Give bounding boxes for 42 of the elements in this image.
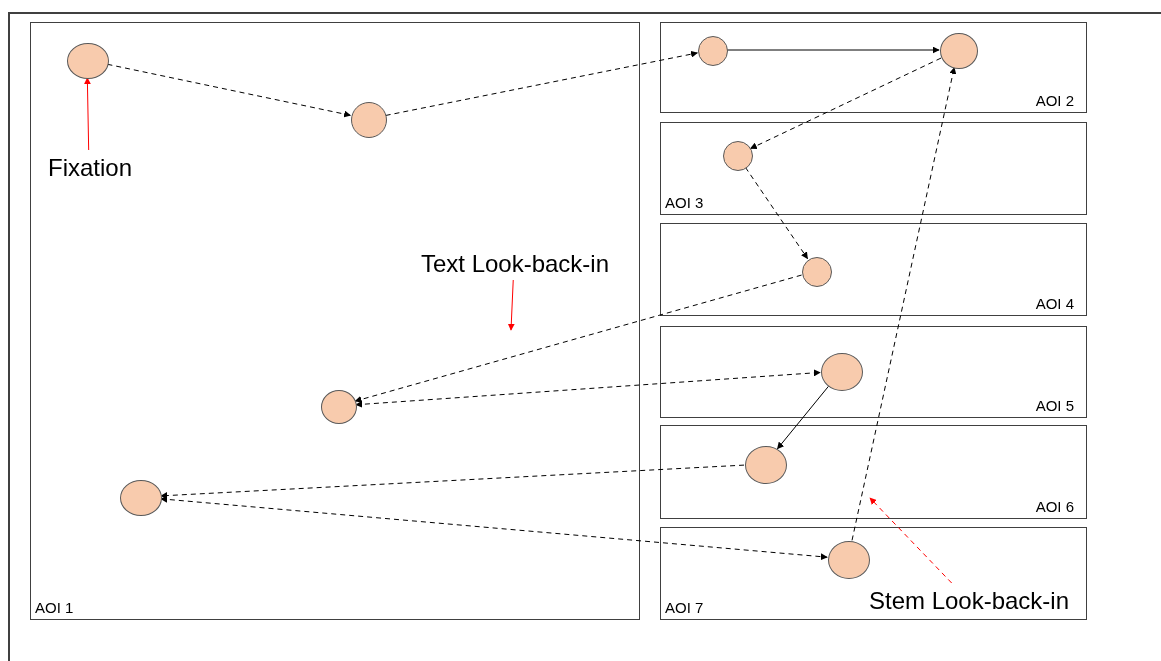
- callout-text: Stem Look-back-in: [851, 584, 1087, 618]
- fixation-circle: [745, 446, 787, 484]
- arrow: [749, 57, 942, 150]
- area-box: [660, 425, 1087, 519]
- fixation-circle: [120, 480, 162, 516]
- area-label: AOI 7: [665, 600, 704, 615]
- arrow: [777, 385, 829, 450]
- fixation-circle: [67, 43, 109, 79]
- area-box: [660, 223, 1087, 316]
- leader-arrow: [869, 497, 953, 584]
- callout-text: Text Look-back-in: [399, 247, 631, 281]
- arrow: [385, 50, 698, 116]
- fixation-circle: [351, 102, 387, 138]
- area-label: AOI 2: [1035, 93, 1074, 108]
- arrow: [160, 464, 745, 500]
- fixation-circle: [828, 541, 870, 579]
- arrow: [851, 66, 957, 541]
- leader-arrow: [507, 279, 515, 331]
- arrow: [726, 46, 940, 54]
- fixation-circle: [821, 353, 863, 391]
- fixation-circle: [723, 141, 753, 171]
- area-box: [660, 527, 1087, 620]
- fixation-circle: [802, 257, 832, 287]
- area-label: AOI 5: [1035, 398, 1074, 413]
- arrow: [106, 63, 352, 118]
- area-label: AOI 4: [1035, 296, 1074, 311]
- fixation-circle: [698, 36, 728, 66]
- area-box: [660, 122, 1087, 215]
- area-label: AOI 1: [35, 600, 74, 615]
- arrow: [355, 369, 821, 408]
- arrow: [744, 166, 809, 260]
- callout-text: Fixation: [35, 151, 145, 185]
- area-box: [660, 326, 1087, 418]
- area-box: [30, 22, 640, 620]
- area-label: AOI 3: [665, 195, 704, 210]
- fixation-circle: [940, 33, 978, 69]
- area-label: AOI 6: [1035, 499, 1074, 514]
- arrow: [160, 495, 828, 561]
- area-box: [660, 22, 1087, 113]
- fixation-circle: [321, 390, 357, 424]
- arrow: [354, 274, 803, 403]
- leader-arrow: [83, 77, 91, 151]
